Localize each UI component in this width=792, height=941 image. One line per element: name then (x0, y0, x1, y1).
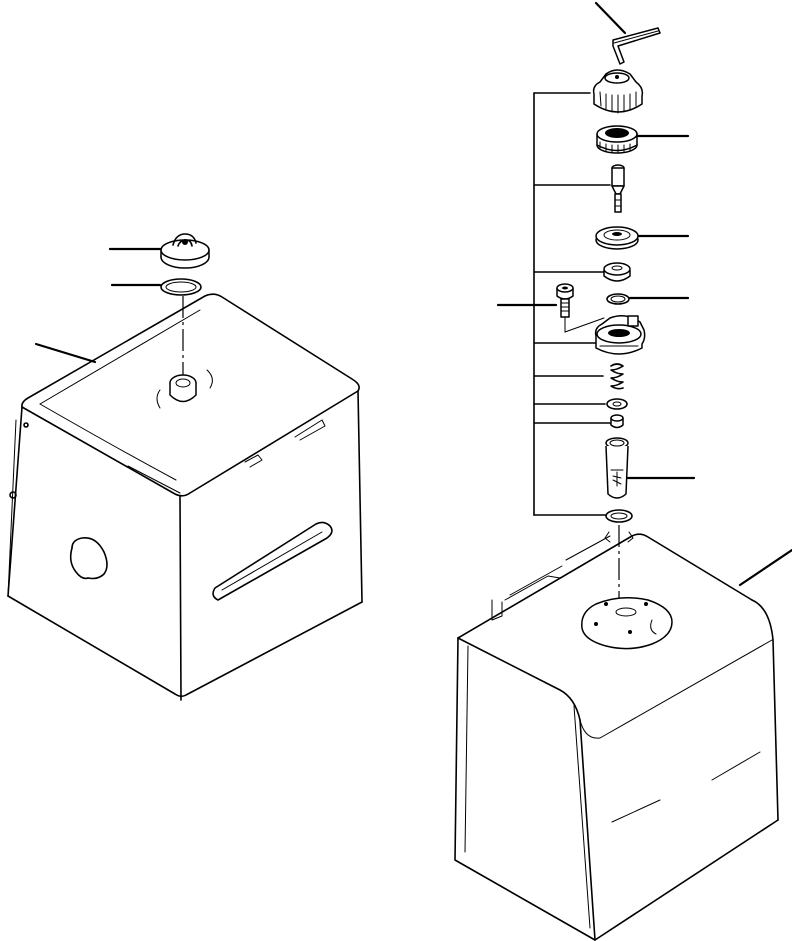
left-seal-ring (160, 278, 202, 296)
filler-housing (594, 315, 646, 355)
washer (606, 398, 628, 410)
left-tank-body (7, 293, 363, 701)
small-nut (610, 414, 624, 429)
shaft (611, 164, 625, 213)
right-tank-body (454, 533, 779, 941)
grouping-bracket (533, 92, 611, 516)
bolt (556, 283, 605, 333)
spring (610, 363, 624, 390)
left-tank-assembly (7, 233, 363, 701)
filler-base-plate (581, 597, 673, 650)
leader-right-tank (738, 548, 792, 587)
plate (595, 226, 639, 250)
left-cap (160, 233, 210, 269)
leader-hex-wrench (594, 1, 627, 35)
leader-left-tank (34, 342, 97, 364)
right-cap (592, 69, 644, 114)
nut (603, 262, 631, 282)
hex-wrench (612, 27, 661, 65)
strainer (605, 437, 629, 499)
o-ring (606, 293, 630, 305)
gasket (605, 509, 633, 523)
right-tank-assembly (454, 1, 792, 941)
bearing (596, 125, 638, 154)
axis-arrow-marks (604, 531, 634, 543)
